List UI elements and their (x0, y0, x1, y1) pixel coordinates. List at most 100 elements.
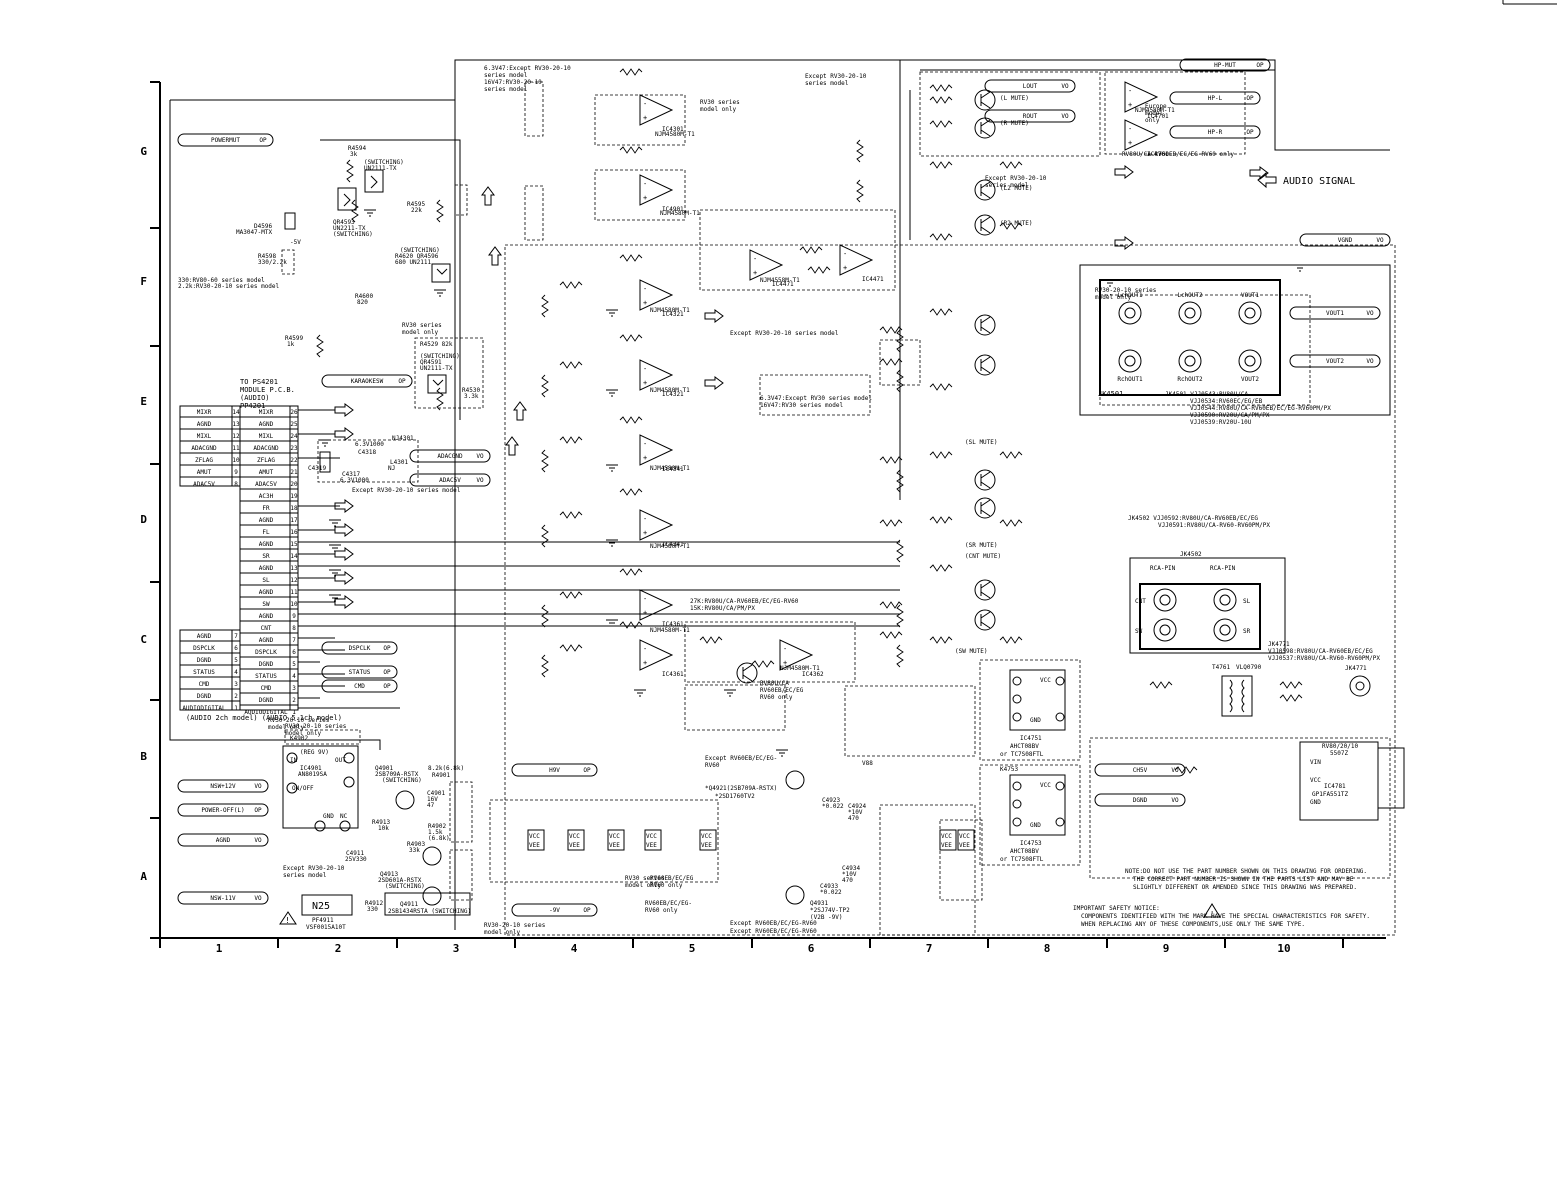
mid-pin-name: ADACGND (253, 445, 279, 452)
ground-symbols (319, 209, 1306, 757)
resistor (559, 644, 583, 652)
resistor (541, 449, 549, 473)
svg-text:CH5V: CH5V (1133, 767, 1148, 774)
mid-pin-name: DGND (259, 661, 274, 668)
svg-text:JK4502 VJJ0592:RV80U/CA-RV60EB: JK4502 VJJ0592:RV80U/CA-RV60EB/EC/EG (1128, 515, 1258, 522)
svg-text:VO: VO (1061, 83, 1069, 90)
resistor (929, 564, 953, 572)
svg-text:3.3k: 3.3k (464, 393, 479, 400)
mid-pin-num: 9 (292, 613, 296, 620)
left-lower-pin-name: AUDIODIGITAL (182, 705, 226, 712)
left-pin-num: 12 (232, 433, 240, 440)
svg-text:(SWITCHING): (SWITCHING) (420, 353, 460, 360)
svg-text:VO: VO (1061, 113, 1069, 120)
rca-jack: VOUT1 (1238, 292, 1262, 325)
svg-text:25V330: 25V330 (345, 856, 367, 863)
ground-symbol (606, 389, 618, 397)
annotation: RV80U/CA-RV60EB/EC/EG-RV60 only (1122, 151, 1234, 158)
mid-pin-num: 7 (292, 637, 296, 644)
svg-text:NSW-11V: NSW-11V (210, 895, 236, 902)
svg-text:VO: VO (254, 895, 262, 902)
resistor (929, 233, 953, 241)
resistor (999, 161, 1023, 169)
resistor (856, 179, 864, 203)
left-lower-pin-name: DGND (197, 693, 212, 700)
mid-pin-name: AMUT (259, 469, 274, 476)
svg-text:NJ4301: NJ4301 (392, 435, 414, 442)
corner-mark (1502, 0, 1557, 5)
resistor (929, 120, 953, 128)
row-label: C (140, 633, 147, 646)
svg-text:or TC7S08FTL: or TC7S08FTL (1000, 856, 1044, 863)
svg-text:GND: GND (323, 813, 334, 820)
mid-pin-num: 16 (290, 529, 298, 536)
svg-text:VEE: VEE (701, 842, 712, 849)
svg-text:JK4502: JK4502 (1180, 551, 1202, 558)
svg-text:RchOUT1: RchOUT1 (1117, 376, 1143, 383)
resistor (699, 636, 723, 644)
mid-pin-num: 26 (290, 409, 298, 416)
svg-text:+: + (643, 114, 647, 122)
column-label: 6 (808, 942, 815, 955)
signal-arrow (334, 595, 354, 609)
column-label: 8 (1044, 942, 1051, 955)
svg-text:*10V: *10V (848, 809, 863, 816)
op-amp: -+IC4341 (639, 434, 684, 473)
svg-text:IC4753: IC4753 (1020, 840, 1042, 847)
svg-text:RV60: RV60 (705, 762, 720, 769)
rca-jack: VOUT2 (1238, 349, 1262, 383)
svg-text:ROUT: ROUT (1023, 113, 1038, 120)
svg-text:+: + (643, 194, 647, 202)
left-lower-pin-num: 1 (234, 705, 238, 712)
svg-text:2.2k:RV30-20-10 series model: 2.2k:RV30-20-10 series model (178, 283, 280, 290)
svg-text:POWERMUT: POWERMUT (211, 137, 240, 144)
off-page-tag: ROUT VO (984, 109, 1076, 123)
mute-transistors: (L MUTE)(R MUTE)(L2 MUTE)(R2 MUTE)(SL MU… (736, 89, 1033, 684)
svg-text:AGND: AGND (216, 837, 231, 844)
signal-arrow (704, 309, 724, 323)
left-lower-pin-name: AGND (197, 633, 212, 640)
logic-gates: VCC GND IC4751 AHCT08BV or TC7S08FTL VCC… (1000, 669, 1066, 863)
ic-part-number: NJM4580M-T1 (780, 665, 820, 672)
row-label: G (140, 145, 147, 158)
svg-text:R4530: R4530 (462, 387, 480, 394)
svg-text:VCC: VCC (959, 833, 970, 840)
column-label: 10 (1277, 942, 1290, 955)
resistor (999, 636, 1023, 644)
svg-text:RV60 only: RV60 only (645, 907, 678, 914)
svg-text:R4594: R4594 (348, 145, 366, 152)
rca-jack: LchOUT2 (1177, 292, 1203, 325)
signal-arrow (334, 523, 354, 537)
mid-pin-num: 14 (290, 553, 298, 560)
mid-pin-num: 24 (290, 433, 298, 440)
column-label: 5 (689, 942, 696, 955)
svg-text:VO: VO (1376, 237, 1384, 244)
mid-pin-num: 10 (290, 601, 298, 608)
left-pin-name: AMUT (197, 469, 212, 476)
resistor (999, 451, 1023, 459)
svg-text:model only: model only (402, 329, 439, 336)
rca-jack: LchOUT1 (1117, 292, 1143, 325)
ground-symbol (606, 309, 618, 317)
mid-pin-name: FL (262, 529, 270, 536)
ground-symbol (606, 539, 618, 547)
svg-text:KARAOKESW: KARAOKESW (351, 378, 384, 385)
svg-text:OP: OP (1246, 95, 1254, 102)
resistor (1174, 766, 1198, 774)
svg-text:OP: OP (254, 807, 262, 814)
svg-text:VOUT2: VOUT2 (1326, 358, 1344, 365)
mid-pin-num: 23 (290, 445, 298, 452)
rca-jack: SW (1135, 618, 1177, 642)
svg-text:VO: VO (476, 477, 484, 484)
mid-pin-name: AGND (259, 541, 274, 548)
svg-text:VO: VO (1366, 358, 1374, 365)
svg-text:-: - (643, 440, 647, 448)
mid-pin-num: 21 (290, 469, 298, 476)
